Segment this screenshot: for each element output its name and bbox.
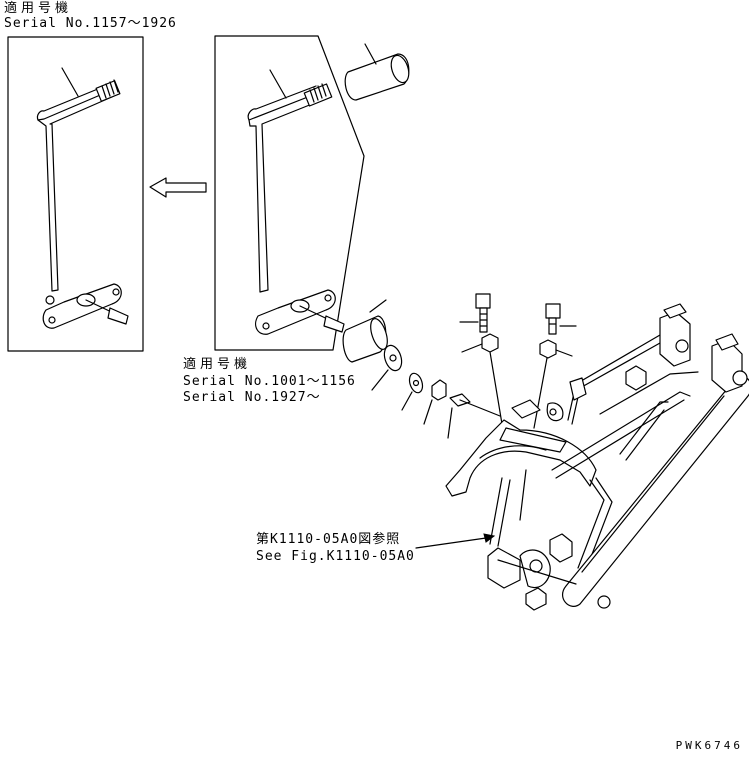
nut-1 (461, 333, 503, 425)
serial-range-middle-1: Serial No.1001〜1156 (183, 374, 356, 389)
pin (447, 393, 501, 439)
lever-left (36, 67, 129, 329)
figure-reference-jp: 第K1110-05A0図参照 (256, 532, 401, 547)
serial-range-top: Serial No.1157〜1926 (4, 16, 177, 31)
reference-leader (415, 533, 496, 549)
nut (423, 379, 447, 425)
small-washer (401, 372, 424, 411)
applicable-model-label-top: 適用号機 (4, 1, 73, 16)
figure-reference-en: See Fig.K1110-05A0 (256, 549, 415, 564)
applicable-model-label-middle: 適用号機 (183, 357, 252, 372)
grip-cover (344, 43, 410, 101)
frame-assembly (445, 303, 749, 611)
variant-box-left (7, 36, 144, 352)
left-arrow-icon (149, 177, 207, 198)
serial-range-middle-2: Serial No.1927〜 (183, 390, 321, 405)
bushing (342, 299, 388, 363)
variant-box-right (214, 35, 365, 351)
drawing-code: PWK6746 (675, 739, 743, 752)
lever-right (247, 69, 345, 335)
bolt-2 (545, 303, 577, 335)
bolt-1 (459, 293, 491, 333)
washer (371, 344, 403, 391)
nut-2 (533, 339, 573, 429)
